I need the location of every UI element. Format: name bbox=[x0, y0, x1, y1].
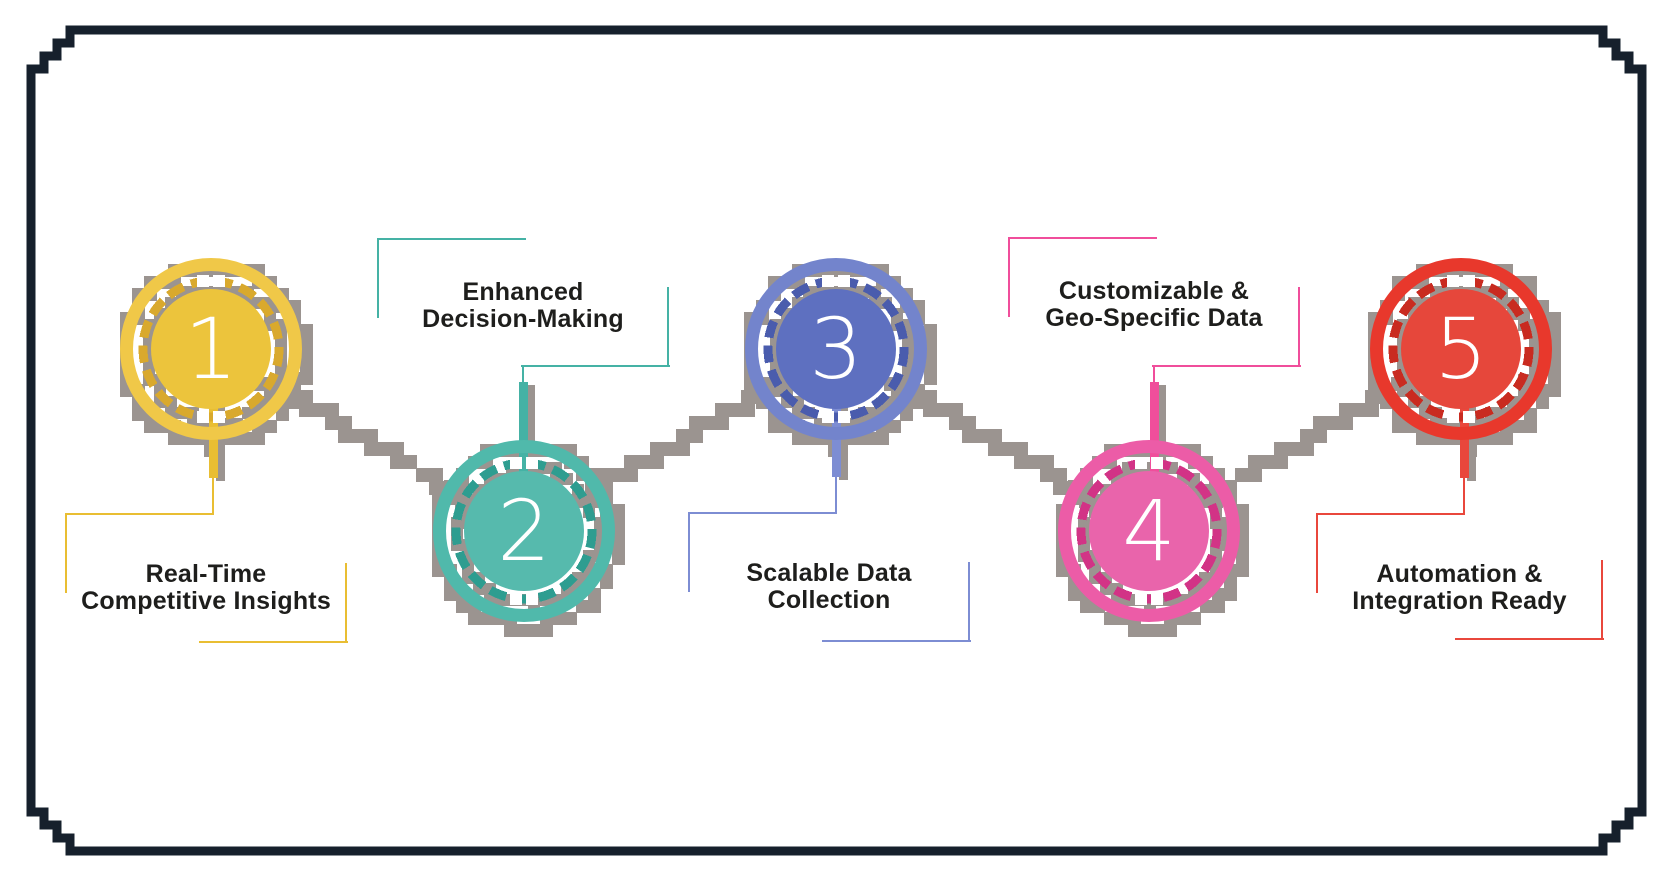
step-2-number: 2 bbox=[497, 482, 551, 580]
step-3-label-line2: Collection bbox=[767, 586, 891, 614]
step-2-label-line2: Decision-Making bbox=[422, 305, 624, 333]
step-circle-3: 3 bbox=[745, 258, 927, 440]
step-4-label-line1: Customizable & bbox=[1058, 277, 1250, 305]
step-3-label: Scalable Data Collection bbox=[688, 560, 970, 614]
step-5-disc bbox=[1401, 289, 1521, 409]
step-5-label-line1: Automation & bbox=[1376, 560, 1543, 588]
step-circle-2: 2 bbox=[433, 440, 615, 622]
step-circle-5: 5 bbox=[1370, 258, 1552, 440]
step-4-label-line2: Geo-Specific Data bbox=[1045, 304, 1263, 332]
step-3-label-line1: Scalable Data bbox=[746, 559, 912, 587]
step-circle-1: 1 bbox=[120, 258, 302, 440]
step-2-label: Enhanced Decision-Making bbox=[377, 279, 669, 333]
step-2-label-line1: Enhanced bbox=[462, 278, 584, 306]
step-4-label: Customizable & Geo-Specific Data bbox=[1008, 278, 1300, 332]
step-5-label-line2: Integration Ready bbox=[1352, 587, 1567, 615]
step-1-number: 1 bbox=[184, 300, 238, 398]
step-5-number: 5 bbox=[1434, 300, 1488, 398]
step-circle-4: 4 bbox=[1058, 440, 1240, 622]
step-4-number: 4 bbox=[1122, 482, 1176, 580]
step-1-disc bbox=[151, 289, 271, 409]
step-3-disc bbox=[776, 289, 896, 409]
step-4-disc bbox=[1089, 471, 1209, 591]
step-3-number: 3 bbox=[809, 300, 863, 398]
step-5-label: Automation & Integration Ready bbox=[1316, 561, 1603, 615]
step-1-label-line1: Real-Time bbox=[145, 560, 267, 588]
step-2-disc bbox=[464, 471, 584, 591]
step-1-label: Real-Time Competitive Insights bbox=[65, 561, 347, 615]
step-1-label-line2: Competitive Insights bbox=[81, 587, 331, 615]
